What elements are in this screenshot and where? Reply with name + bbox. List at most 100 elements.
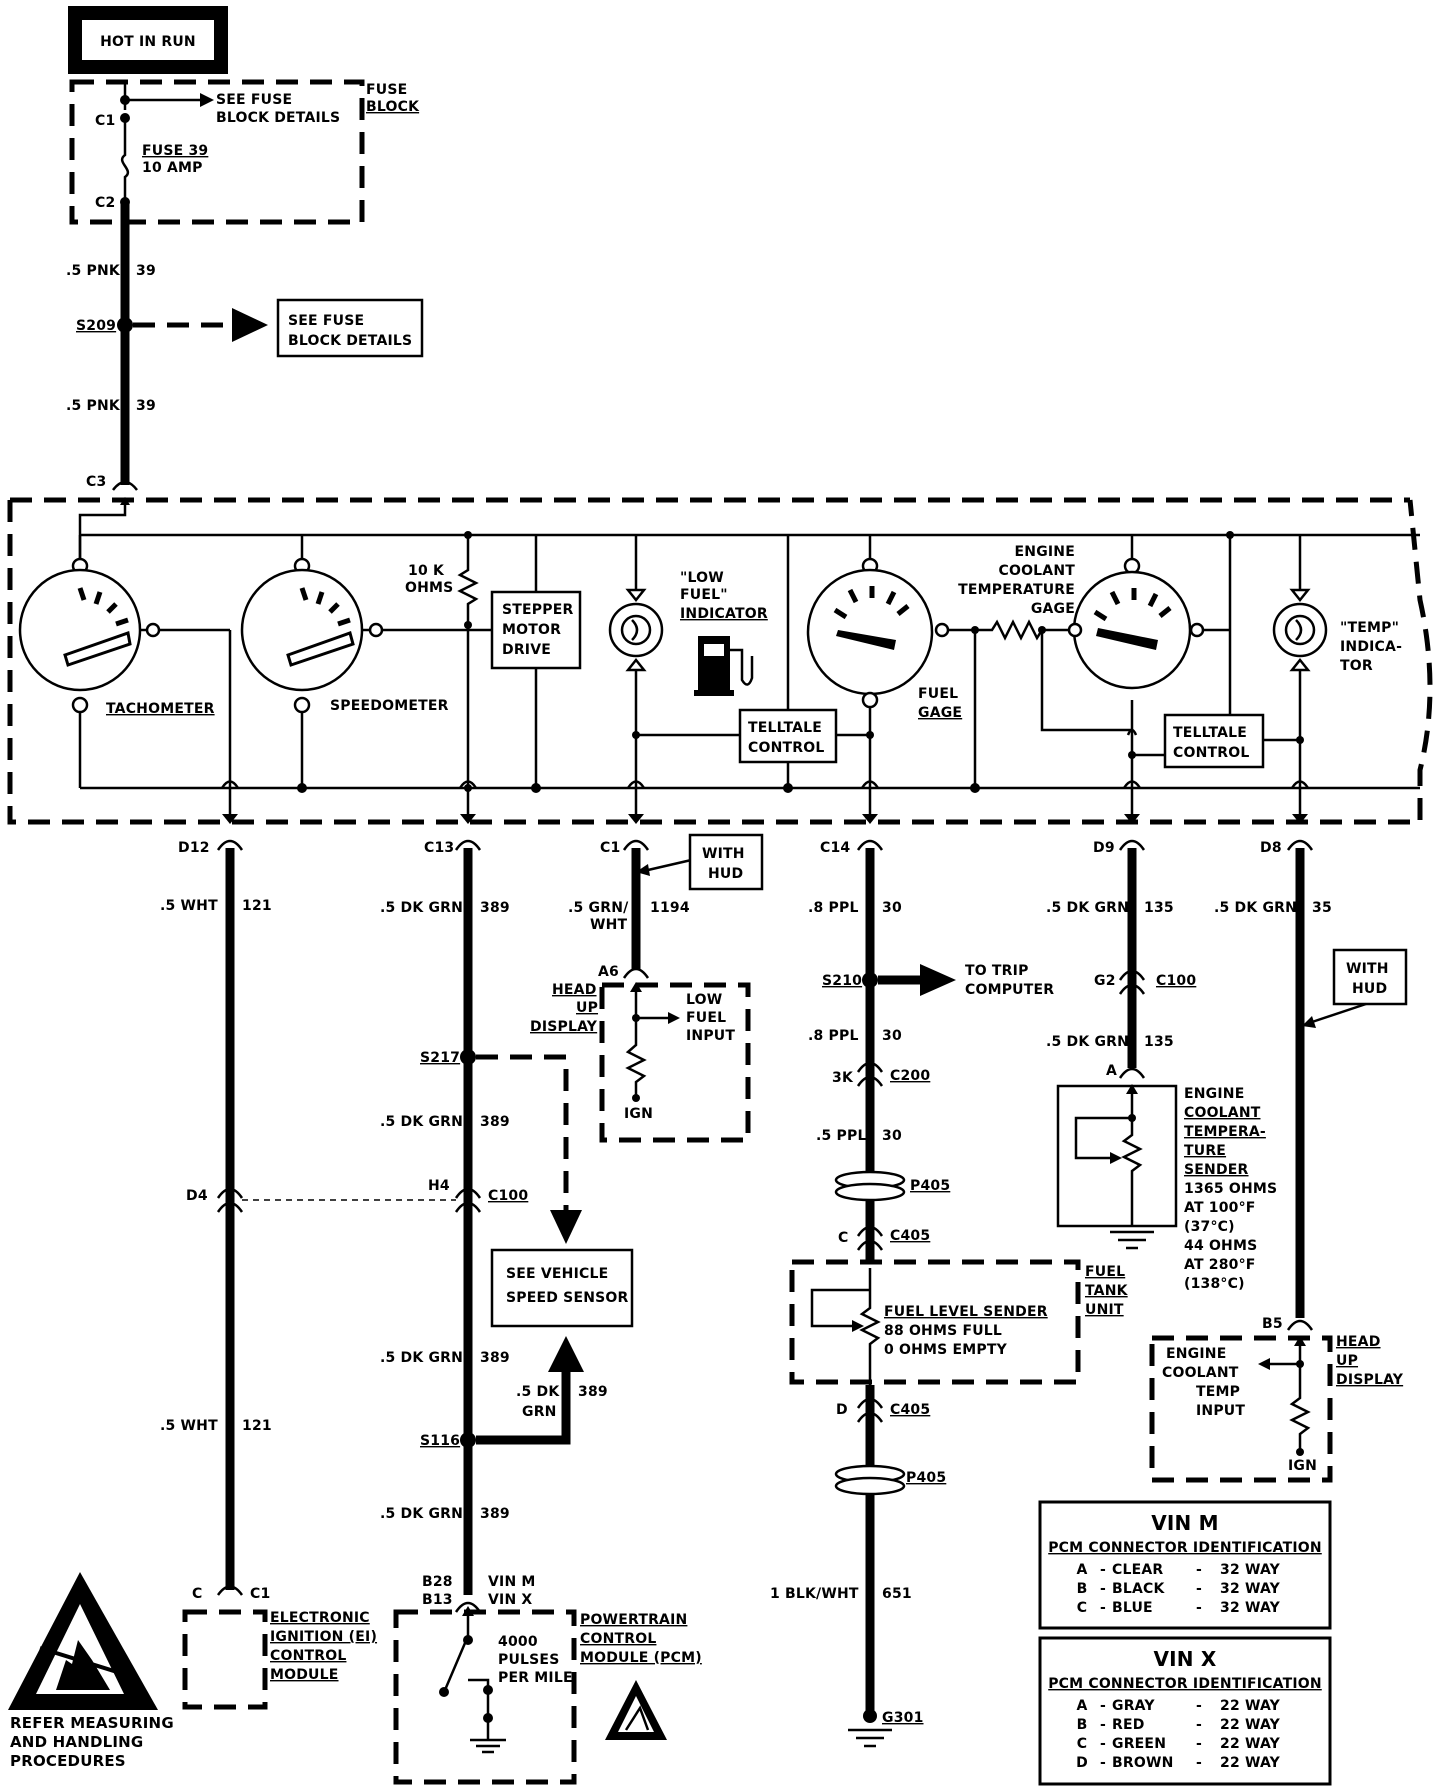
fuse-icon [120, 118, 130, 202]
hud-label-3: DISPLAY [530, 1019, 598, 1035]
speedometer-label: SPEEDOMETER [330, 698, 449, 714]
wire-label: .5 PPL [816, 1128, 867, 1144]
ect-label-2: COOLANT [999, 563, 1076, 579]
pcm-label-3: MODULE (PCM) [580, 1650, 702, 1666]
see-fuse-label: SEE FUSE [216, 92, 292, 108]
with-hud-label: WITH [1346, 961, 1389, 977]
p405-connector-a [834, 1170, 906, 1202]
c405-label: C405 [890, 1228, 930, 1244]
connector-ways: 22 WAY [1220, 1755, 1281, 1771]
ect-sender-label-1: ENGINE [1184, 1086, 1244, 1102]
low-fuel-label-1: "LOW [680, 570, 724, 586]
hot-in-run-box: HOT IN RUN [68, 6, 228, 74]
vin-m-table: VIN M PCM CONNECTOR IDENTIFICATION A-CLE… [1038, 1500, 1332, 1630]
vin-x-title: VIN X [1153, 1647, 1216, 1671]
see-fuse-block-box [276, 298, 424, 358]
c14-label: C14 [820, 840, 850, 856]
wire-number: 389 [480, 1350, 510, 1366]
connector-letter: A [1076, 1562, 1087, 1578]
refer-label-2: AND HANDLING [10, 1733, 143, 1751]
connector-color: GREEN [1112, 1736, 1166, 1752]
fuel-tank-label-1: FUEL [1085, 1264, 1125, 1280]
wire-label: .5 WHT [160, 1418, 218, 1434]
connector-color: BLACK [1112, 1581, 1166, 1597]
wire-number: 389 [480, 1114, 510, 1130]
c1-connector-label: C1 [600, 840, 620, 856]
pulses-label-1: 4000 [498, 1634, 538, 1650]
arrow-icon [550, 1210, 582, 1244]
ect-sender-label-3: TEMPERA- [1184, 1124, 1266, 1140]
vin-x-subtitle: PCM CONNECTOR IDENTIFICATION [1048, 1676, 1322, 1692]
resistor-label: 10 K [408, 563, 445, 579]
fuel-tank-label-2: TANK [1085, 1283, 1129, 1299]
with-hud-label-2: HUD [1352, 981, 1387, 997]
ect-gage-label-1: ENGINE [1015, 544, 1075, 560]
stepper-label-3: DRIVE [502, 642, 551, 658]
low-fuel-label-3: INDICATOR [680, 606, 768, 622]
ei-label-3: CONTROL [270, 1648, 346, 1664]
connector-color: BROWN [1112, 1755, 1174, 1771]
connector-color: CLEAR [1112, 1562, 1163, 1578]
wire-label: .5 PNK [66, 398, 121, 414]
vin-m-title: VIN M [1151, 1511, 1219, 1535]
c405-c-label: C [838, 1230, 848, 1246]
gage-resistor [975, 619, 1075, 641]
ect-sender-label-7: AT 100°F [1184, 1200, 1256, 1216]
connector-ways: 22 WAY [1220, 1698, 1281, 1714]
with-hud-box-a [688, 833, 764, 891]
arrow-icon [920, 964, 956, 996]
ect-sender-label-11: (138°C) [1184, 1276, 1245, 1292]
wire-label: .5 DK GRN [1046, 900, 1129, 916]
fuel-sender-label-2: 88 OHMS FULL [884, 1323, 1002, 1339]
wire-number: 30 [882, 900, 902, 916]
ect-sender-label-4: TURE [1184, 1143, 1226, 1159]
separator: - [1196, 1755, 1202, 1771]
connector-ways: 32 WAY [1220, 1562, 1281, 1578]
vss-label-1: SEE VEHICLE [506, 1266, 608, 1282]
ect-label-4: GAGE [1031, 601, 1075, 617]
with-hud-label-2: HUD [708, 866, 743, 882]
wire-number: 1194 [650, 900, 690, 916]
connector-color: BLUE [1112, 1600, 1153, 1616]
ect-sender-label-8: (37°C) [1184, 1219, 1235, 1235]
wire-label-2: GRN [522, 1404, 557, 1420]
wire-label: .5 GRN/ [568, 900, 629, 916]
vin-m-subtitle: PCM CONNECTOR IDENTIFICATION [1048, 1540, 1322, 1556]
c1-label: C1 [95, 113, 115, 129]
telltale-label-2: CONTROL [748, 740, 824, 756]
c100-label: C100 [488, 1188, 528, 1204]
fuel-tank-unit-outline [789, 1259, 1081, 1385]
esd-warning-icon [605, 1680, 667, 1740]
ect-input-label-4: INPUT [1196, 1403, 1245, 1419]
vin-m-tag: VIN M [488, 1574, 536, 1590]
telltale-label: TELLTALE [748, 720, 822, 736]
wire-label: .5 DK [516, 1384, 560, 1400]
hud-label-b2: UP [1336, 1353, 1358, 1369]
temp-label-1: "TEMP" [1340, 620, 1399, 636]
engine-coolant-temp-gage: ENGINE [1015, 535, 1230, 690]
head-up-display-outline-a [599, 982, 751, 1143]
connector-letter: B [1077, 1581, 1088, 1597]
p405-label: P405 [910, 1178, 950, 1194]
connector-ways: 22 WAY [1220, 1717, 1281, 1733]
connector-color: GRAY [1112, 1698, 1155, 1714]
p405-connector-b [834, 1464, 906, 1496]
arrow-icon [200, 93, 214, 107]
b5-label: B5 [1262, 1316, 1283, 1332]
pulses-label-2: PULSES [498, 1652, 559, 1668]
telltale-control-box-b [1163, 713, 1265, 769]
low-fuel-input-label-2: FUEL [686, 1010, 726, 1026]
wire-number: 389 [480, 1506, 510, 1522]
ect-input-label-1: ENGINE [1166, 1346, 1226, 1362]
connector-letter: D [1076, 1755, 1088, 1771]
fuel-level-sender-resistor [859, 1268, 881, 1385]
ect-input-label-2: COOLANT [1162, 1365, 1239, 1381]
trip-computer-label-2: COMPUTER [965, 982, 1054, 998]
connector-letter: B [1077, 1717, 1088, 1733]
fuel-gage: FUEL GAGE [806, 535, 975, 822]
s209-splice [117, 317, 133, 333]
b28-label: B28 [422, 1574, 453, 1590]
connector-color: RED [1112, 1717, 1145, 1733]
h4-label: H4 [428, 1178, 450, 1194]
